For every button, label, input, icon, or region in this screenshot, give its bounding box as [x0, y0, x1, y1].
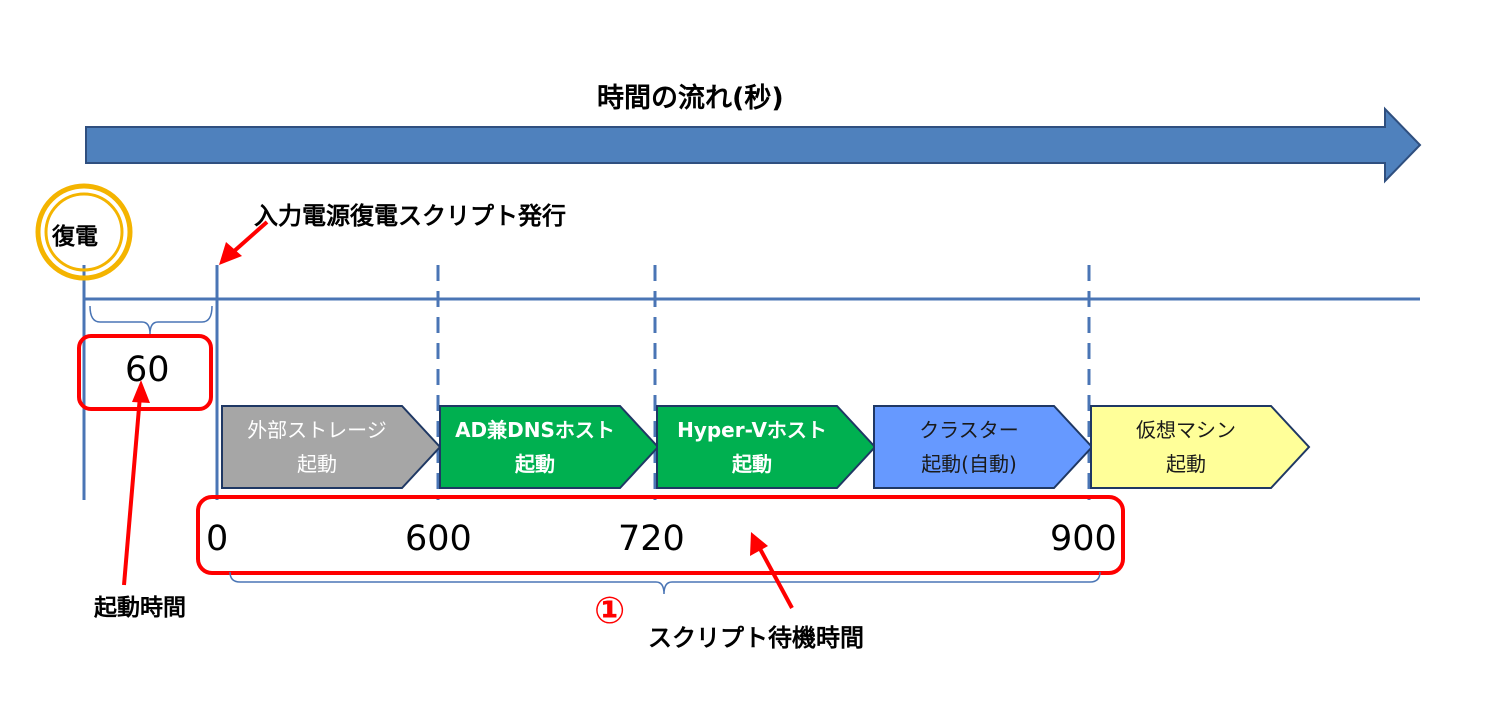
startup-highlight-box [77, 334, 213, 411]
power-restore-circle [35, 183, 133, 281]
step-shape-virtual-machine [1090, 405, 1311, 489]
step-cluster: クラスター起動(自動) [919, 418, 1019, 476]
script-arrowhead [219, 242, 242, 265]
step-arrows [221, 405, 1311, 489]
startup-time-label: 起動時間 [94, 595, 186, 621]
power-restore-label: 復電 [52, 224, 98, 250]
step-shape-cluster [873, 405, 1094, 489]
wait-number-badge: ① [594, 589, 626, 632]
wait-highlight-box [196, 495, 1125, 575]
wait-arrowhead [750, 532, 768, 556]
step-shape-external-storage [221, 405, 442, 489]
script-issue-label: 入力電源復電スクリプト発行 [254, 202, 566, 230]
step-ad-dns-host: AD兼DNSホスト起動 [455, 418, 615, 476]
step-hyperv-host: Hyper-Vホスト起動 [677, 418, 827, 476]
step-virtual-machine: 仮想マシン起動 [1136, 418, 1236, 476]
wait-brace [229, 571, 1101, 595]
timeline-mark-600: 600 [405, 519, 472, 559]
wait-time-label: スクリプト待機時間 [648, 624, 864, 652]
timeline-mark-900: 900 [1050, 519, 1117, 559]
timeline-mark-720: 720 [618, 519, 685, 559]
startup-time-value: 60 [125, 350, 170, 390]
startup-arrowhead [132, 380, 150, 403]
step-shape-ad-dns-host [439, 405, 660, 489]
time-flow-title: 時間の流れ(秒) [597, 83, 784, 114]
step-external-storage: 外部ストレージ起動 [247, 418, 387, 476]
time-flow-arrow [85, 106, 1422, 184]
startup-brace [89, 305, 213, 335]
step-shape-hyperv-host [656, 405, 877, 489]
timeline-mark-0: 0 [206, 519, 229, 559]
